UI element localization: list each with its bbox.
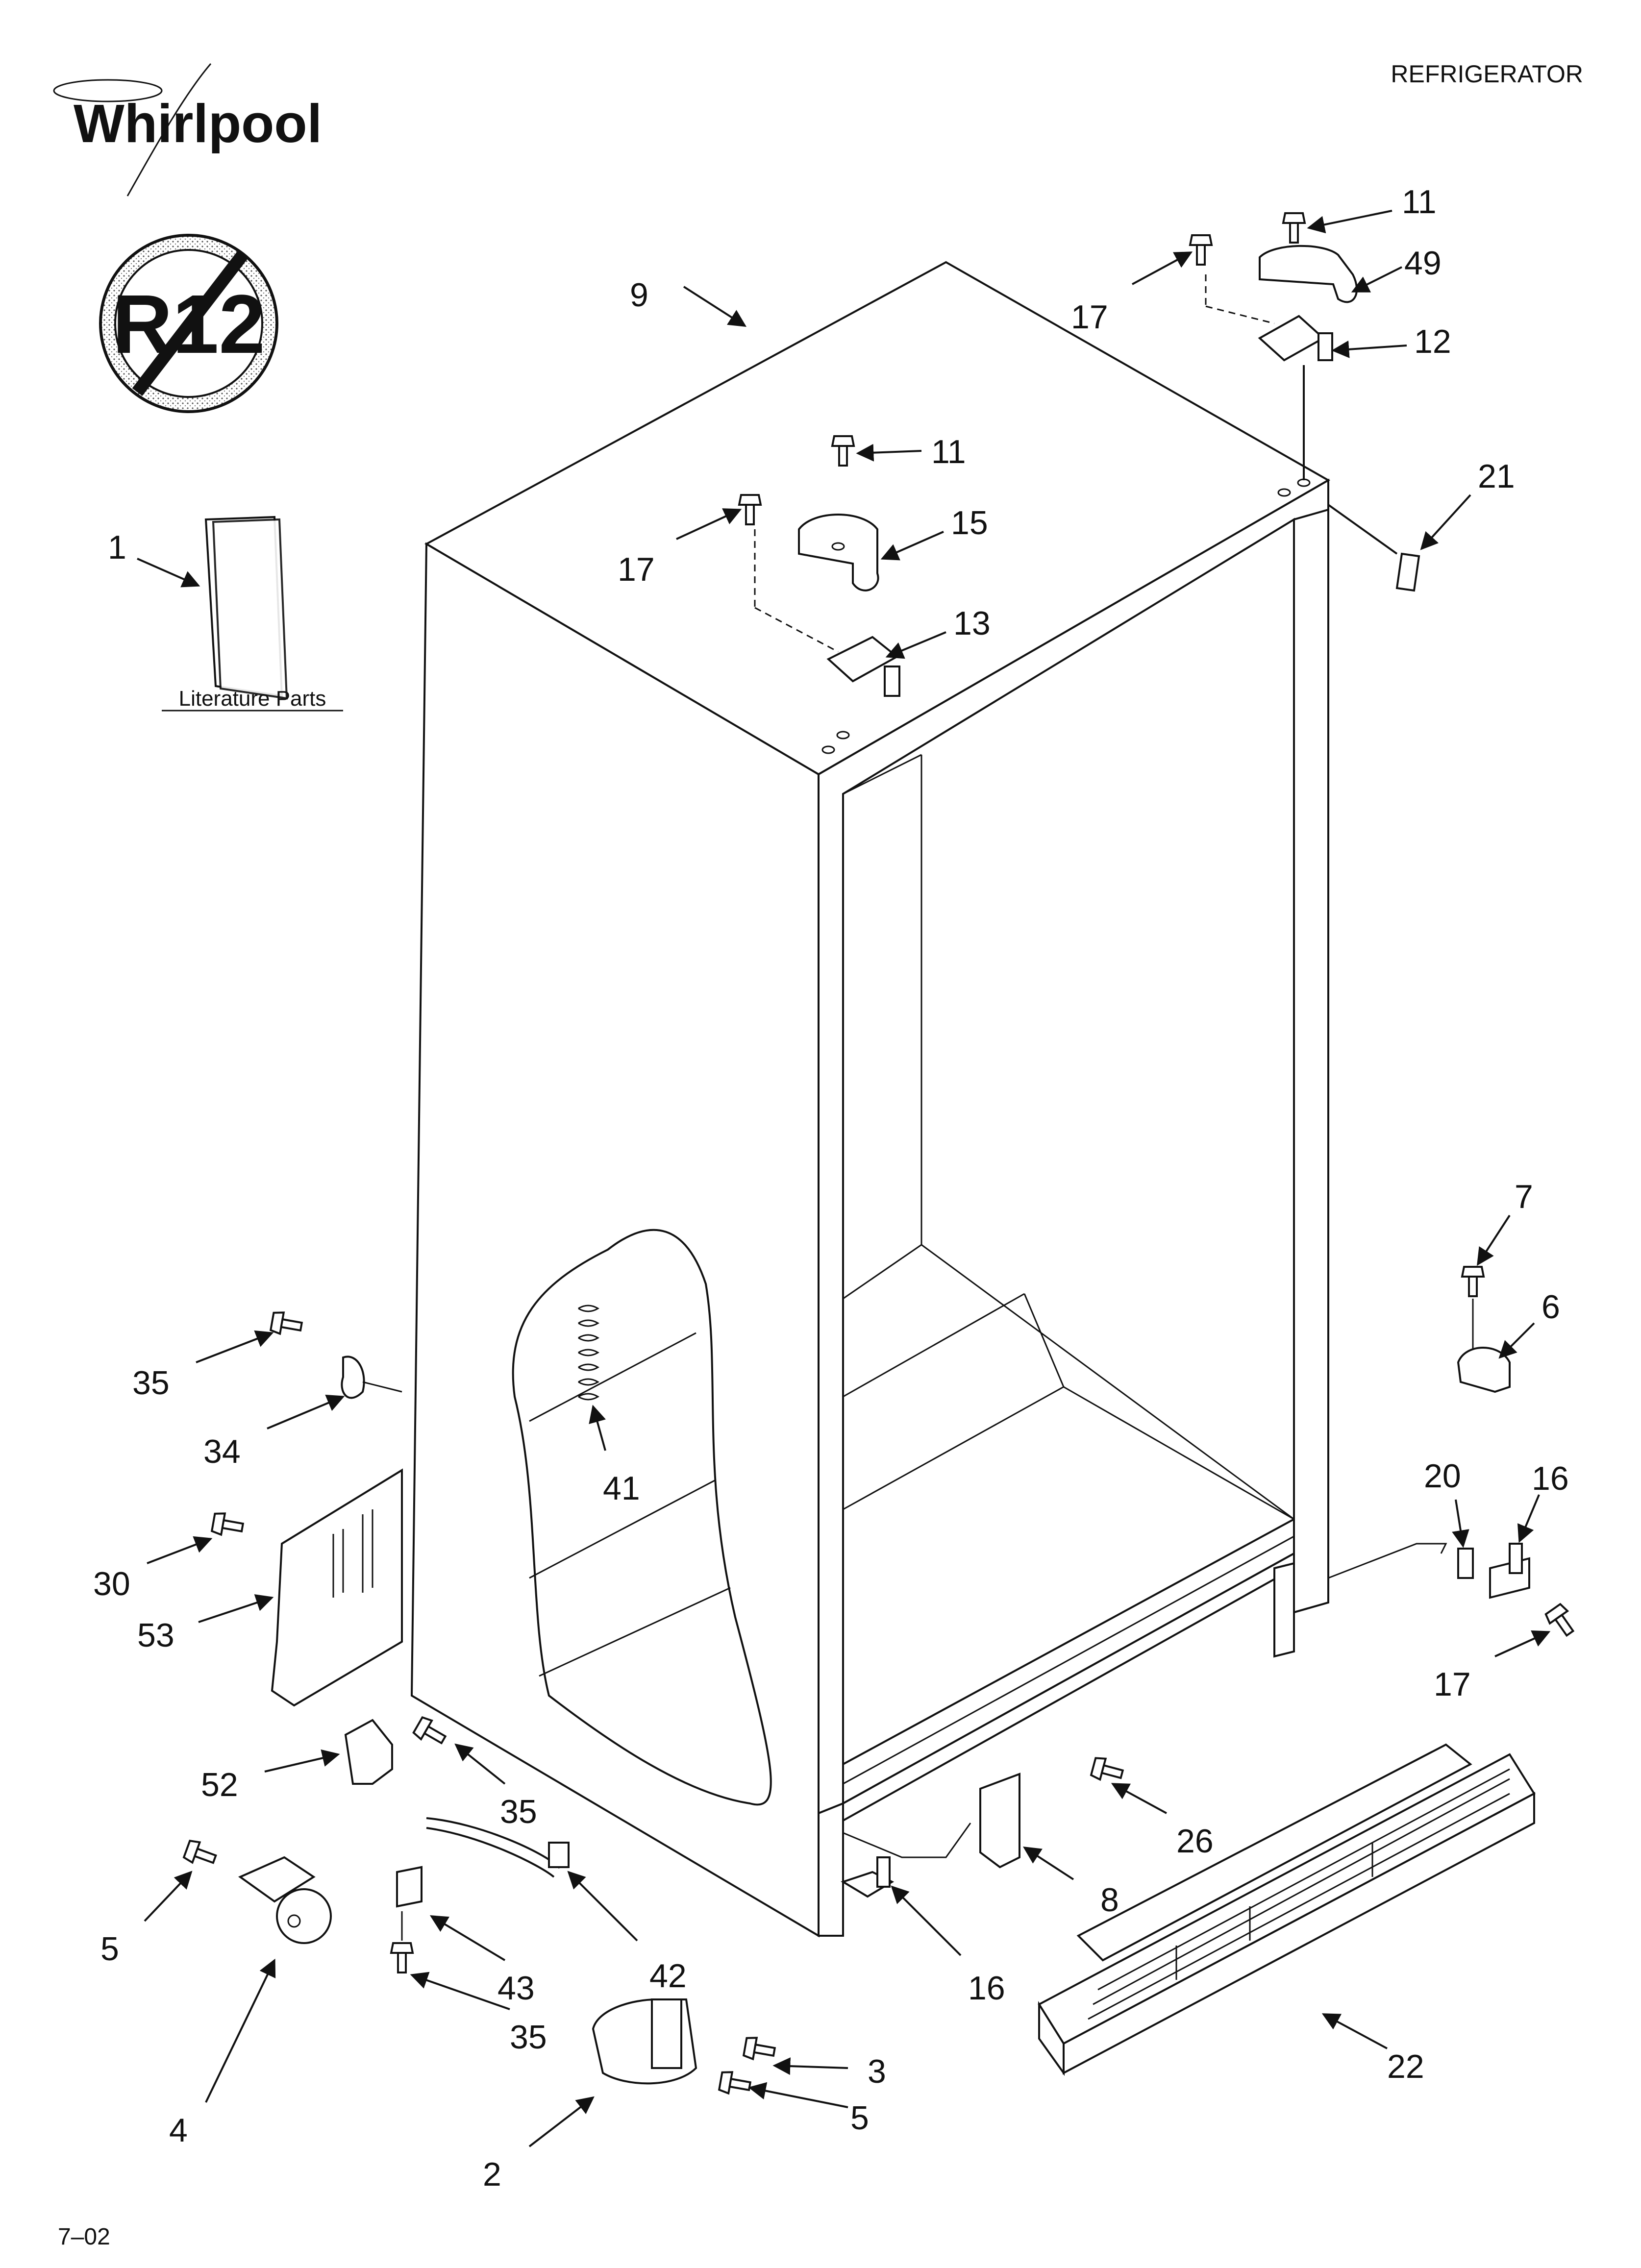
- part-22-grille: [1038, 1743, 1536, 2076]
- callout-34: 34: [203, 1433, 241, 1470]
- top-center-hinge: [738, 435, 900, 697]
- callout-26: 26: [1176, 1823, 1214, 1860]
- literature-parts: Literature Parts: [137, 516, 343, 712]
- literature-label: Literature Parts: [179, 687, 326, 711]
- callout-1: 1: [108, 529, 126, 566]
- callout-labels: 1 9 11 17 15 13 11 17 49 12 21 7 6 20 16…: [93, 183, 1569, 2193]
- callout-5: 5: [850, 2099, 869, 2137]
- callout-22: 22: [1387, 2048, 1424, 2085]
- callout-17: 17: [1071, 298, 1108, 336]
- revision-code: 7–02: [58, 2224, 110, 2250]
- callout-20: 20: [1424, 1457, 1461, 1495]
- callout-35: 35: [132, 1364, 170, 1402]
- part-30-53-control-panel: [210, 1468, 403, 1707]
- callout-52: 52: [201, 1766, 238, 1803]
- callout-2: 2: [483, 2156, 501, 2193]
- callout-6: 6: [1542, 1288, 1560, 1326]
- callout-43: 43: [497, 1970, 535, 2007]
- top-right-hinge: [1189, 212, 1358, 480]
- part-41-spring: [578, 1305, 599, 1401]
- callout-11: 11: [931, 433, 966, 470]
- whirlpool-logo: Whirlpool: [53, 63, 322, 197]
- callout-42: 42: [649, 1957, 687, 1995]
- callout-3: 3: [868, 2053, 886, 2090]
- part-5-4-roller: [182, 1840, 332, 1944]
- part-7-6-leveler: [1457, 1266, 1511, 1393]
- part-20-16-bracket: [1328, 1543, 1575, 1637]
- cabinet-assembly: [410, 261, 1331, 1938]
- callout-17: 17: [1434, 1666, 1471, 1703]
- callout-41: 41: [603, 1470, 640, 1507]
- callout-4: 4: [169, 2112, 188, 2149]
- part-16-8-26-brackets: [841, 1757, 1124, 1898]
- part-42-43-tube: [390, 1817, 570, 1973]
- callout-30: 30: [93, 1565, 130, 1602]
- callout-5: 5: [100, 1930, 119, 1968]
- callout-21: 21: [1478, 458, 1515, 495]
- callout-7: 7: [1515, 1178, 1533, 1215]
- brand-wordmark: Whirlpool: [74, 94, 322, 154]
- callout-16: 16: [968, 1970, 1005, 2007]
- callout-9: 9: [630, 276, 648, 314]
- callout-16: 16: [1532, 1460, 1569, 1497]
- part-52-35-bracket: [344, 1716, 447, 1785]
- callout-12: 12: [1414, 323, 1451, 360]
- callout-49: 49: [1404, 245, 1442, 282]
- part-21-plug: [1327, 504, 1420, 592]
- leader-arrows: [144, 210, 1551, 2147]
- callout-35: 35: [500, 1793, 537, 1830]
- callout-8: 8: [1100, 1881, 1119, 1919]
- no-r12-badge: R12: [99, 234, 278, 413]
- part-2-3-5-hinge-bracket: [592, 1998, 776, 2095]
- callout-15: 15: [951, 504, 988, 542]
- product-title: REFRIGERATOR: [1391, 60, 1583, 88]
- callout-17: 17: [618, 551, 655, 588]
- callout-35: 35: [510, 2019, 547, 2056]
- callout-11: 11: [1402, 183, 1437, 221]
- callout-53: 53: [137, 1617, 174, 1654]
- callout-13: 13: [953, 605, 991, 642]
- part-35-34-screw-clip: [269, 1311, 402, 1399]
